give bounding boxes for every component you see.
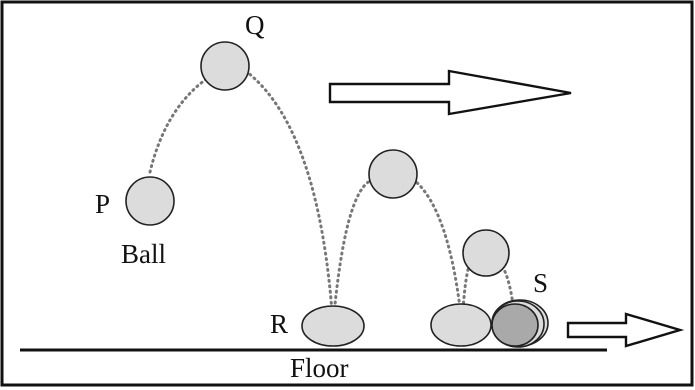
label-ball: Ball bbox=[121, 239, 166, 269]
trajectory-p-to-r bbox=[148, 66, 335, 327]
ball-at-q bbox=[200, 41, 250, 91]
label-s: S bbox=[533, 268, 548, 298]
ball-second-peak bbox=[368, 149, 418, 199]
ball-at-s bbox=[491, 303, 539, 347]
motion-arrow-small-icon bbox=[566, 312, 685, 348]
label-r: R bbox=[270, 309, 288, 339]
ball-third-peak bbox=[462, 229, 510, 277]
ball-squashed-at-r bbox=[301, 305, 365, 347]
label-p: P bbox=[95, 189, 110, 219]
ball-squashed-second-bounce bbox=[430, 303, 492, 347]
motion-arrow-large-icon bbox=[328, 69, 572, 116]
trajectory-r-rise bbox=[331, 178, 374, 327]
label-floor: Floor bbox=[290, 353, 349, 383]
ball-at-p bbox=[125, 176, 175, 226]
label-q: Q bbox=[245, 10, 265, 40]
